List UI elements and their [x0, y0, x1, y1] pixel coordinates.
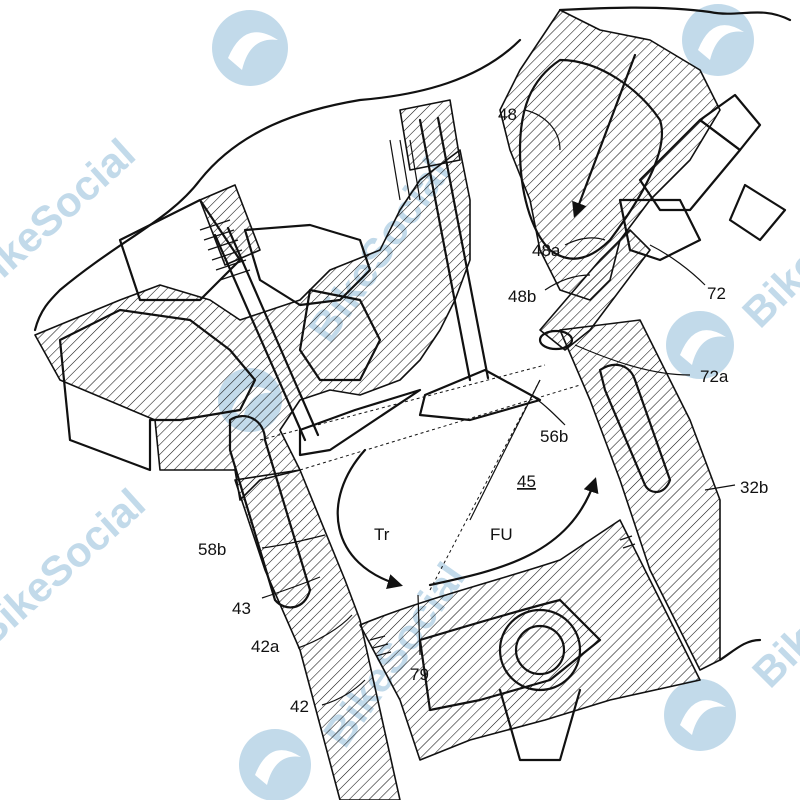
- callout-labels: 48 48a 48b 72 72a 56b 45 32b Tr FU 58b 4…: [198, 105, 768, 716]
- label-48: 48: [498, 105, 517, 124]
- label-42a: 42a: [251, 637, 280, 656]
- label-45: 45: [517, 472, 536, 491]
- label-72: 72: [707, 284, 726, 303]
- label-79: 79: [410, 665, 429, 684]
- intake-flow-arrow: [572, 53, 637, 218]
- cylinder-block: [228, 319, 762, 800]
- label-43: 43: [232, 599, 251, 618]
- intake-valve: [389, 99, 542, 422]
- label-42: 42: [290, 697, 309, 716]
- tumble-flow-arrow: [336, 448, 599, 590]
- leader-lines: [261, 109, 736, 706]
- fuel-injector: [538, 93, 787, 351]
- label-56b: 56b: [540, 427, 568, 446]
- bikesocial-logo-icon: [239, 729, 311, 800]
- label-48a: 48a: [532, 241, 561, 260]
- label-32b: 32b: [740, 478, 768, 497]
- bikesocial-logo-icon: [212, 10, 288, 86]
- geometry-lines: [259, 364, 581, 591]
- label-58b: 58b: [198, 540, 226, 559]
- label-tr: Tr: [374, 525, 390, 544]
- bikesocial-logo-icon: [666, 311, 734, 379]
- label-48b: 48b: [508, 287, 536, 306]
- watermark-text: BikeSocial: [0, 480, 154, 657]
- label-fu: FU: [490, 525, 513, 544]
- piston: [359, 519, 701, 762]
- label-72a: 72a: [700, 367, 729, 386]
- bikesocial-logo-icon: [682, 4, 754, 76]
- bikesocial-logo-icon: [664, 679, 736, 751]
- watermark-text: BikeSocial: [743, 513, 800, 696]
- watermark-text: BikeSocial: [733, 153, 800, 336]
- exhaust-valve: [199, 184, 422, 457]
